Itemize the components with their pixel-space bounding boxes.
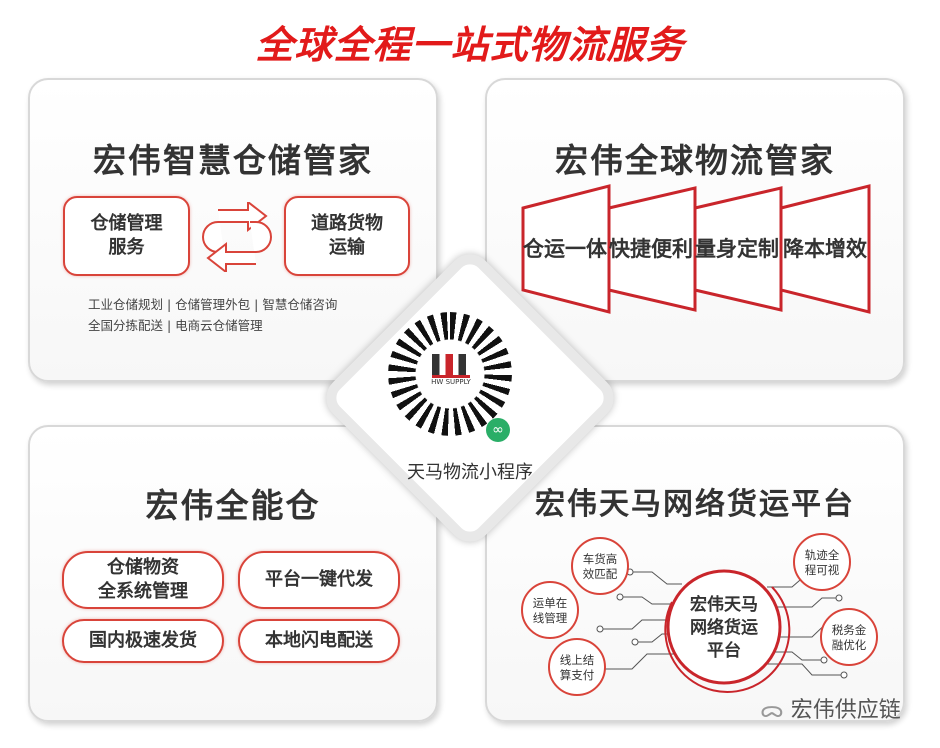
allround-panel: 宏伟全能仓 仓储物资全系统管理 平台一键代发 国内极速发货 本地闪电配送: [28, 425, 438, 722]
global-title: 宏伟全球物流管家: [555, 141, 835, 180]
box-line: 服务: [108, 237, 145, 258]
page-title: 全球全程一站式物流服务: [255, 23, 685, 67]
services-line-1: 工业仓储规划 | 仓储管理外包 | 智慧仓储咨询: [88, 297, 338, 312]
logo-text: HW SUPPLY: [431, 378, 471, 386]
node-1-l2: 效匹配: [583, 567, 618, 581]
box-line: 仓储管理: [90, 213, 163, 234]
global-panel: 宏伟全球物流管家 仓运一体 快捷便利 量身定制 降本增效: [485, 78, 905, 382]
box-line: 全系统管理: [98, 581, 188, 602]
box-line: 仓储物资: [107, 557, 179, 578]
warehouse-title: 宏伟智慧仓储管家: [93, 141, 373, 180]
steps-graphic: 仓运一体 快捷便利 量身定制 降本增效: [521, 184, 871, 314]
wechat-miniprogram-icon: ∞: [486, 418, 510, 442]
cycle-arrows-icon: [202, 202, 272, 272]
miniprogram-label: 天马物流小程序: [407, 462, 533, 483]
watermark-text: 宏伟供应链: [790, 698, 901, 723]
step-2: 快捷便利: [609, 237, 693, 261]
node-2-l2: 线管理: [533, 611, 568, 625]
freight-panel: 宏伟天马网络货运平台 宏伟天马 网络货运 平台 车货高效匹配 运单在线管理 线上…: [485, 425, 905, 722]
step-1: 仓运一体: [522, 237, 608, 261]
road-freight-box: 道路货物运输: [284, 196, 410, 276]
center-line-3: 平台: [707, 640, 741, 661]
services-line-2: 全国分拣配送 | 电商云仓储管理: [88, 318, 263, 333]
box-line: 道路货物: [311, 213, 383, 234]
node-3-l1: 线上结: [560, 653, 595, 667]
node-3-l2: 算支付: [560, 668, 595, 682]
feature-full-management: 仓储物资全系统管理: [62, 551, 224, 609]
center-line-1: 宏伟天马: [690, 594, 758, 615]
box-line: 运输: [329, 237, 365, 258]
warehouse-service-box: 仓储管理服务: [63, 196, 190, 276]
watermark: ᯅ 宏伟供应链: [760, 692, 901, 724]
step-3: 量身定制: [695, 237, 779, 261]
step-4: 降本增效: [783, 237, 867, 261]
center-line-2: 网络货运: [690, 617, 758, 638]
node-1-l1: 车货高: [583, 552, 618, 566]
feature-one-click-ship: 平台一键代发: [238, 551, 400, 609]
feature-local-express: 本地闪电配送: [238, 619, 400, 663]
node-5-l1: 税务金: [832, 623, 867, 637]
warehouse-panel: 宏伟智慧仓储管家 仓储管理服务 道路货物运输 工业仓储规划 | 仓储管理外包 |…: [28, 78, 438, 382]
node-2-l1: 运单在: [533, 596, 568, 610]
freight-title: 宏伟天马网络货运平台: [535, 487, 855, 522]
allround-title: 宏伟全能仓: [145, 486, 321, 525]
feature-fast-delivery: 国内极速发货: [62, 619, 224, 663]
node-5-l2: 融优化: [832, 638, 867, 652]
node-4-l2: 程可视: [805, 563, 840, 577]
hw-supply-logo: HW SUPPLY: [428, 354, 474, 394]
node-4-l1: 轨迹全: [805, 548, 840, 562]
wechat-icon: ᯅ: [760, 698, 791, 723]
